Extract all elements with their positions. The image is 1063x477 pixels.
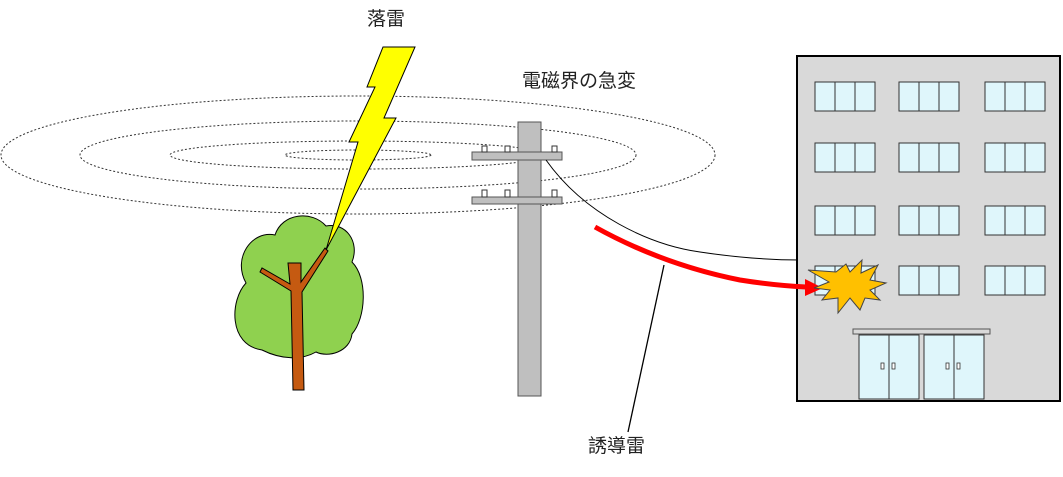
door [858, 334, 890, 400]
window-pane [1004, 205, 1026, 236]
window-pane [854, 205, 876, 236]
window-pane [938, 142, 960, 173]
window-pane [918, 265, 940, 296]
induced-lightning-label: 誘導雷 [588, 435, 646, 457]
building-window [898, 81, 960, 112]
door [923, 334, 955, 400]
building-window [898, 265, 960, 296]
building-window [814, 142, 876, 173]
utility-pole-icon [471, 121, 563, 397]
building-window [984, 205, 1046, 236]
window-pane [834, 205, 856, 236]
window-pane [938, 265, 960, 296]
window-pane [938, 81, 960, 112]
window-pane [1024, 205, 1046, 236]
building-icon [796, 55, 1061, 402]
window-pane [984, 205, 1006, 236]
window-pane [938, 205, 960, 236]
em-field-change-label: 電磁界の急変 [522, 70, 637, 92]
window-pane [898, 81, 920, 112]
window-pane [898, 265, 920, 296]
insulator [551, 145, 558, 153]
insulator [504, 145, 511, 153]
door-handles [880, 362, 961, 370]
window-pane [854, 81, 876, 112]
window-pane [1024, 142, 1046, 173]
window-pane [1004, 81, 1026, 112]
surge-arrow [593, 224, 807, 290]
building-window [984, 142, 1046, 173]
building-window [814, 81, 876, 112]
window-pane [834, 81, 856, 112]
window-pane [1024, 81, 1046, 112]
window-pane [918, 142, 940, 173]
window-pane [814, 205, 836, 236]
pole-upper-crossarm [471, 151, 563, 161]
window-pane [984, 142, 1006, 173]
entrance-canopy [852, 328, 991, 335]
insulator [551, 189, 558, 198]
building-window [984, 81, 1046, 112]
tree-icon [234, 215, 364, 391]
window-pane [918, 205, 940, 236]
insulator [481, 189, 488, 198]
pole-lower-crossarm [471, 196, 563, 205]
window-pane [854, 142, 876, 173]
lightning-bolt-icon [325, 46, 416, 251]
building-window [898, 205, 960, 236]
window-pane [814, 81, 836, 112]
window-pane [1004, 142, 1026, 173]
induced-label-leader [627, 264, 665, 433]
em-field-ring-1 [0, 95, 716, 215]
window-pane [834, 142, 856, 173]
lightning-strike-label: 落雷 [367, 8, 406, 30]
building-window [984, 265, 1046, 296]
building-window [814, 205, 876, 236]
tree-trunk [259, 247, 329, 391]
spark-burst-icon [807, 258, 888, 315]
insulator [504, 189, 511, 198]
pole-shaft [517, 121, 542, 397]
window-pane [898, 142, 920, 173]
insulator [481, 145, 488, 153]
window-pane [898, 205, 920, 236]
service-wire [545, 159, 801, 261]
window-pane [984, 81, 1006, 112]
window-pane [814, 142, 836, 173]
window-pane [1024, 265, 1046, 296]
window-pane [1004, 265, 1026, 296]
window-pane [918, 81, 940, 112]
window-pane [984, 265, 1006, 296]
building-window [898, 142, 960, 173]
